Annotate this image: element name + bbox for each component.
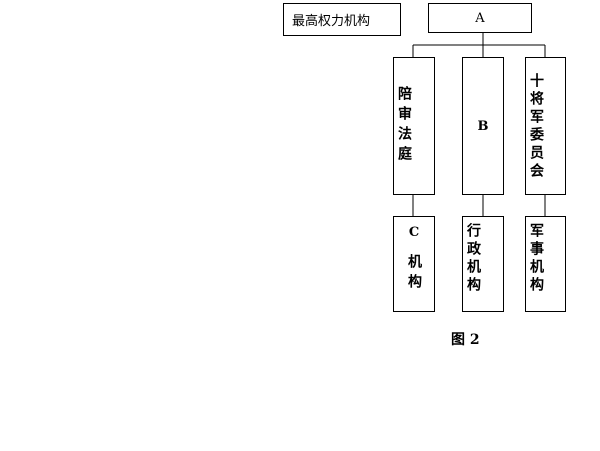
node-b: B — [462, 57, 504, 195]
jury-court-box: 陪审法庭 — [393, 57, 435, 195]
military-body-box: 军事机构 — [525, 216, 566, 312]
administrative-body-label: 行政机构 — [465, 223, 481, 295]
node-a: A — [428, 3, 532, 33]
node-a-label: A — [475, 10, 485, 26]
node-b-label: B — [477, 118, 489, 134]
highest-authority-label: 最高权力机构 — [283, 3, 401, 36]
ten-generals-council-box: 十将军委员会 — [525, 57, 566, 195]
highest-authority-text: 最高权力机构 — [292, 14, 371, 29]
node-c-text: 机构 — [406, 254, 422, 294]
figure-caption: 图 2 — [451, 332, 480, 348]
military-body-label: 军事机构 — [528, 223, 544, 295]
node-c-label: C — [408, 225, 420, 240]
administrative-body-box: 行政机构 — [462, 216, 504, 312]
ten-generals-council-label: 十将军委员会 — [528, 72, 544, 181]
jury-court-label: 陪审法庭 — [396, 86, 412, 166]
node-c-box: C 机构 — [393, 216, 435, 312]
